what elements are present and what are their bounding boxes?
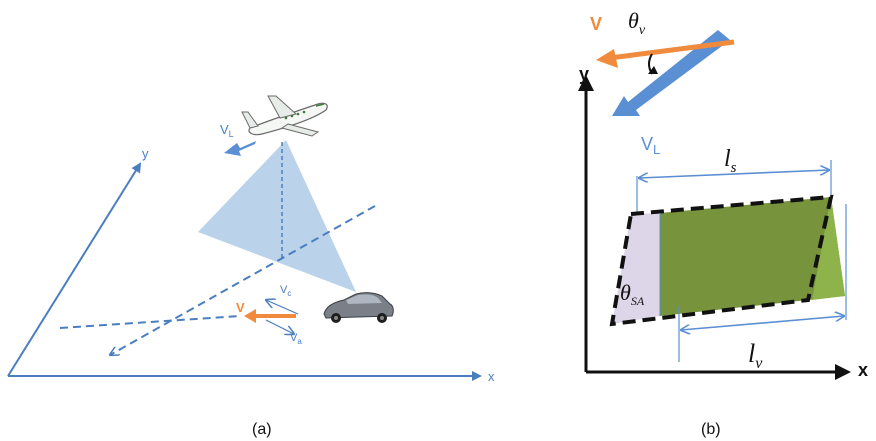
panel-a: x y VL	[7, 95, 495, 438]
lv-dimension-line	[681, 316, 844, 330]
panel-b-v-arrow	[609, 39, 735, 61]
panel-a-y-label: y	[142, 146, 149, 161]
panel-b-caption: (b)	[701, 421, 721, 438]
ground-path-dashed	[110, 205, 376, 355]
panel-b-v-label: V	[590, 14, 602, 34]
green-area	[660, 197, 845, 316]
swept-area-outline	[609, 194, 834, 327]
panel-a-caption: (a)	[252, 421, 272, 438]
vl-arrow	[224, 141, 256, 156]
lavender-area	[612, 213, 660, 324]
panel-a-v-label: V	[236, 300, 245, 315]
panel-a-vc-label: Vc	[280, 284, 291, 298]
car-icon	[323, 292, 394, 323]
lv-label: lv	[748, 339, 763, 372]
ls-dimension-line	[639, 170, 829, 178]
va-arrow	[265, 319, 294, 334]
sensing-cone	[198, 140, 356, 292]
panel-b: y x V θv VL ls θSA lv (b)	[578, 8, 868, 438]
panel-a-x-label: x	[488, 369, 495, 384]
theta-sa-label: θSA	[620, 280, 645, 308]
panel-a-va-label: Va	[290, 332, 302, 346]
panel-b-x-label: x	[858, 360, 868, 380]
panel-b-vl-label: VL	[641, 134, 660, 157]
green-light-area	[812, 197, 845, 300]
vc-arrow	[266, 300, 299, 315]
airplane-icon	[241, 95, 328, 137]
ls-label: ls	[724, 146, 737, 176]
theta-v-label: θv	[628, 8, 646, 38]
panel-a-y-axis	[7, 162, 142, 377]
panel-b-y-label: y	[579, 64, 589, 84]
panel-b-vl-arrow	[612, 30, 730, 116]
panel-a-vl-label: VL	[220, 122, 234, 139]
road-dashed	[59, 315, 241, 329]
